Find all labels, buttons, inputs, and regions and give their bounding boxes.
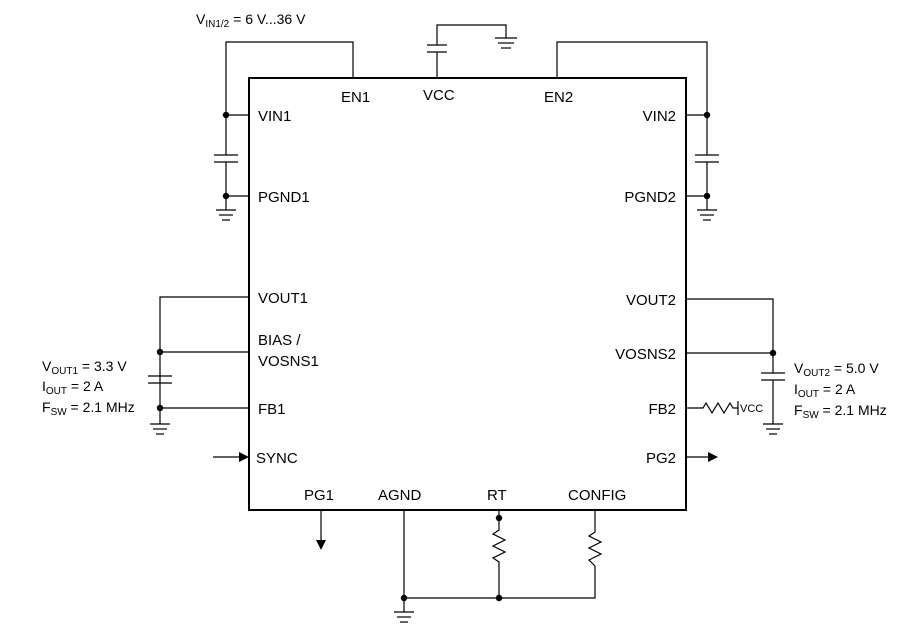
vin2-wiring	[556, 41, 719, 210]
vin1-wiring	[214, 41, 354, 210]
input-voltage-note: VIN1/2 = 6 V...36 V	[196, 11, 306, 30]
pin-label-fb2: FB2	[648, 401, 676, 418]
pin-label-pg1: PG1	[304, 487, 334, 504]
fb2-vcc-label: VCC	[740, 403, 763, 415]
pin-label-vout2: VOUT2	[626, 292, 676, 309]
pin-label-vin2: VIN2	[643, 108, 676, 125]
sync-input-arrow	[213, 452, 249, 462]
output1-wiring	[148, 296, 249, 424]
pin-label-en2: EN2	[544, 89, 573, 106]
pin-label-vcc: VCC	[423, 87, 455, 104]
pg1-output-arrow	[316, 510, 326, 550]
out1-fsw-note: FSW = 2.1 MHz	[42, 399, 135, 418]
pin-label-pgnd1: PGND1	[258, 189, 310, 206]
ground-symbol-out2	[763, 423, 783, 435]
ground-symbol-out1	[150, 423, 170, 435]
ground-symbol-agnd	[394, 611, 414, 623]
ground-symbol-vcc	[495, 37, 517, 49]
out2-fsw-note: FSW = 2.1 MHz	[794, 402, 887, 421]
out1-vout-note: VOUT1 = 3.3 V	[42, 358, 127, 377]
rt-resistor	[491, 510, 507, 598]
pin-label-config: CONFIG	[568, 487, 626, 504]
pin-label-vout1: VOUT1	[258, 290, 308, 307]
pin-label-rt: RT	[487, 487, 507, 504]
pin-label-bias: BIAS /	[258, 332, 301, 349]
config-resistor	[587, 510, 603, 567]
ground-symbol-pgnd2	[697, 209, 717, 221]
pin-label-en1: EN1	[341, 89, 370, 106]
out1-iout-note: IOUT = 2 A	[42, 378, 104, 397]
pin-label-pgnd2: PGND2	[624, 189, 676, 206]
vcc-capacitor	[427, 24, 507, 78]
pin-label-vin1: VIN1	[258, 108, 291, 125]
pin-label-vosns1: VOSNS1	[258, 353, 319, 370]
fb2-resistor	[686, 401, 739, 415]
output2-wiring	[686, 298, 785, 424]
out2-iout-note: IOUT = 2 A	[794, 381, 856, 400]
pin-label-pg2: PG2	[646, 450, 676, 467]
pin-label-fb1: FB1	[258, 401, 286, 418]
ic-body	[248, 77, 687, 511]
pg2-output-arrow	[686, 452, 718, 462]
out2-vout-note: VOUT2 = 5.0 V	[794, 360, 879, 379]
pin-label-sync: SYNC	[256, 450, 298, 467]
pin-label-vosns2: VOSNS2	[615, 346, 676, 363]
ground-symbol-pgnd1	[216, 209, 236, 221]
pin-label-agnd: AGND	[378, 487, 422, 504]
